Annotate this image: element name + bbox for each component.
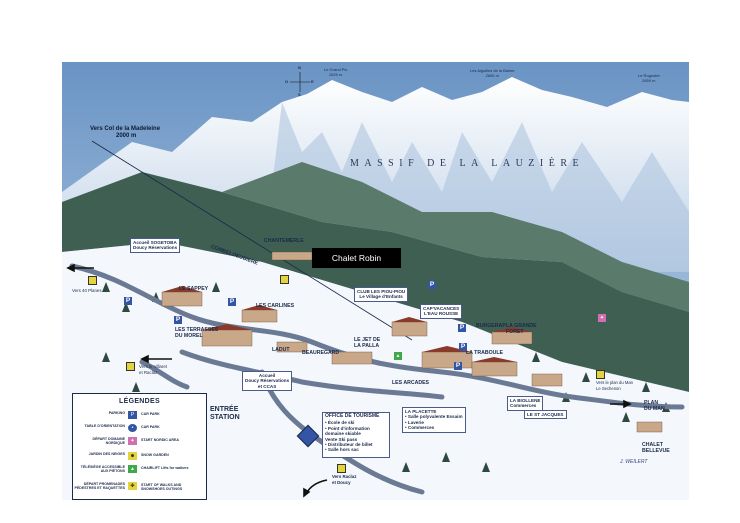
parking-icon: P — [228, 298, 236, 306]
nordic-area-icon: ✦ — [128, 437, 137, 445]
parking-icon: P — [174, 316, 182, 324]
office-line: • Distributeur de billet — [325, 442, 373, 448]
office-line: Vente Ski pass — [325, 436, 358, 442]
nordic-area-icon: ✦ — [598, 314, 606, 322]
legend-row: PARKING P CAR PARK — [73, 411, 206, 423]
legend-label-en: START NORDIC AREA — [141, 438, 179, 442]
parking-icon: P — [128, 411, 137, 419]
walks-icon — [596, 370, 605, 379]
office-title: OFFICE DE TOURISME — [325, 413, 380, 419]
snow-garden-icon: ☻ — [128, 452, 137, 460]
legend-row: TÉLÉSIÈGE ACCESSIBLE AUX PIÉTONS ▲ CHAIR… — [73, 465, 206, 477]
parking-icon: P — [454, 362, 462, 370]
legend-label-fr: DÉPART DOMAINE NORDIQUE — [92, 437, 125, 446]
massif-title: MASSIF DE LA LAUZIÈRE — [350, 158, 585, 169]
parking-icon: P — [428, 281, 436, 289]
vers-40-planes-label: Vers 40 Planes — [72, 288, 102, 293]
walks-icon: ✤ — [128, 482, 137, 490]
chalet-robin-callout[interactable]: Chalet Robin — [312, 248, 401, 268]
legend-label-fr: TABLE D'ORIENTATION — [84, 424, 125, 428]
compass-west: O — [285, 79, 289, 84]
la-traboule-label: LA TRABOULE — [466, 350, 503, 356]
legend-label-fr: JARDIN DES NEIGES — [88, 452, 125, 456]
legend-row: TABLE D'ORIENTATION • CAR PARK — [73, 424, 206, 436]
parking-icon: P — [458, 324, 466, 332]
office-line: • Point d'information — [325, 425, 370, 431]
walks-icon — [126, 362, 135, 371]
parking-icon: P — [459, 343, 467, 351]
legend-label-fr: PARKING — [108, 411, 125, 415]
legend-label-en: CAR PARK — [141, 412, 160, 416]
ladut-label: LADUT — [272, 347, 290, 353]
legend-label-fr: DÉPART PROMENADES PÉDESTRES ET RAQUETTES — [74, 482, 125, 491]
walks-icon — [280, 275, 289, 284]
legend-row: JARDIN DES NEIGES ☻ SNOW GARDEN — [73, 452, 206, 464]
legend-label-en: CAR PARK — [141, 425, 160, 429]
compass-east: E — [311, 79, 314, 84]
legend-label-en: CHAIRLIFT Lifts for walkers — [141, 466, 189, 470]
legend-panel: LÉGENDES PARKING P CAR PARK TABLE D'ORIE… — [72, 393, 207, 500]
la-placette-box: LA PLACETTE• Salle polyvalente Essaim• L… — [402, 407, 466, 433]
compass-south: S — [298, 92, 301, 97]
les-carlines-label: LES CARLINES — [256, 303, 295, 309]
burgerap-label: BURGERAP — [476, 323, 506, 329]
artist-signature: J. WEILERT — [620, 459, 648, 465]
chairlift-icon: ▲ — [394, 352, 402, 360]
legend-label-en: START OF WALKS AND SNOWSHOES OUTINGS — [141, 483, 183, 492]
les-arcades-label: LES ARCADES — [392, 380, 429, 386]
legend-row: DÉPART PROMENADES PÉDESTRES ET RAQUETTES… — [73, 482, 206, 494]
legend-label-en: SNOW GARDEN — [141, 453, 169, 457]
orientation-table-icon: • — [128, 424, 137, 432]
office-line: • École de ski — [325, 420, 355, 426]
office-line: • Salle hors sac — [325, 447, 359, 453]
le-sappey-label: LE SAPPEY — [179, 286, 209, 292]
parking-icon: P — [124, 297, 132, 305]
office-de-tourisme-box: OFFICE DE TOURISME • École de ski • Poin… — [322, 412, 390, 458]
chantemerle-label: CHANTEMERLE — [264, 238, 304, 244]
office-line: domaine skiable — [325, 431, 361, 437]
walks-icon — [337, 464, 346, 473]
legend-title: LÉGENDES — [119, 398, 160, 405]
compass-north: N — [298, 65, 301, 70]
beauregard-label: BEAUREGARD — [302, 350, 340, 356]
le-st-jacques-box: LE ST JACQUES — [524, 410, 567, 420]
legend-label-fr: TÉLÉSIÈGE ACCESSIBLE AUX PIÉTONS — [80, 465, 125, 474]
chairlift-icon: ▲ — [128, 465, 137, 473]
map-artwork — [62, 62, 689, 500]
walks-icon — [88, 276, 97, 285]
legend-row: DÉPART DOMAINE NORDIQUE ✦ START NORDIC A… — [73, 437, 206, 449]
